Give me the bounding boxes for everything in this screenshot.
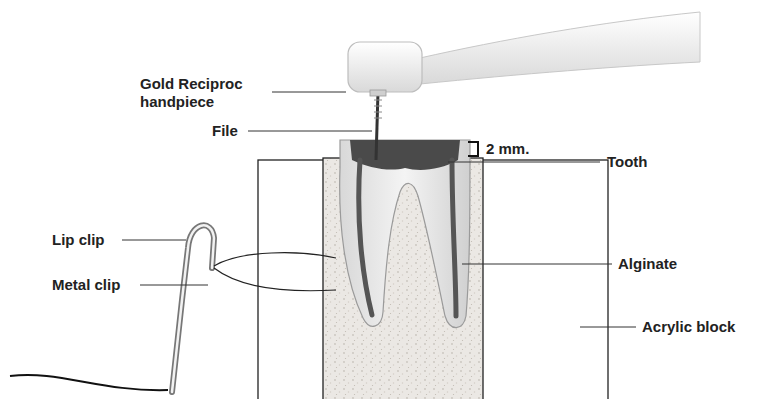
dimension-bracket — [468, 142, 478, 156]
part-label: Tooth — [607, 153, 648, 171]
handpiece-head — [348, 42, 422, 92]
file-shank — [374, 100, 382, 118]
dimension-label: 2 mm. — [486, 140, 529, 158]
leader-lines — [122, 92, 636, 327]
file — [376, 92, 378, 160]
cable — [10, 375, 168, 390]
root-canal — [452, 160, 456, 316]
part-label: Acrylic block — [642, 318, 735, 336]
part-label: File — [212, 122, 238, 140]
lip-clip-shine — [172, 225, 214, 392]
lip-clip — [172, 225, 214, 392]
part-label: Gold Reciproc handpiece — [140, 75, 260, 111]
part-label: Lip clip — [52, 231, 105, 249]
part-label: Metal clip — [52, 276, 120, 294]
access-cavity — [350, 140, 460, 170]
root-canal — [359, 160, 372, 315]
metal-clip-wire — [214, 253, 336, 291]
handpiece-chuck — [370, 90, 386, 96]
handpiece-handle — [420, 12, 700, 84]
part-label: Alginate — [618, 255, 677, 273]
tooth — [340, 140, 470, 328]
